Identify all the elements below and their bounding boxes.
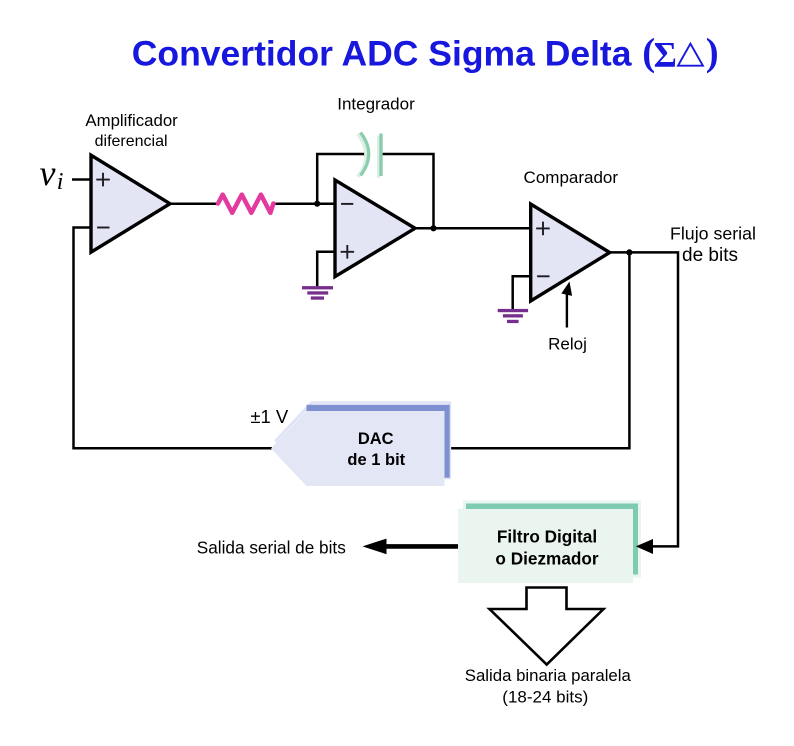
svg-text:DAC: DAC: [358, 430, 394, 448]
svg-text:Filtro Digital: Filtro Digital: [497, 527, 597, 547]
svg-text:de bits: de bits: [682, 245, 738, 266]
svg-text:Salida binaria paralela: Salida binaria paralela: [465, 666, 632, 685]
svg-text:Comparador: Comparador: [524, 168, 619, 187]
svg-text:(18-24 bits): (18-24 bits): [502, 688, 588, 707]
svg-text:Integrador: Integrador: [337, 95, 415, 114]
svg-text:±1 V: ±1 V: [250, 406, 289, 427]
svg-text:Salida serial de bits: Salida serial de bits: [197, 538, 346, 558]
svg-text:i: i: [57, 169, 64, 195]
svg-text:diferencial: diferencial: [95, 133, 168, 150]
svg-text:Amplificador: Amplificador: [85, 111, 178, 130]
svg-text:Reloj: Reloj: [548, 335, 587, 354]
svg-text:Flujo serial: Flujo serial: [670, 224, 756, 244]
svg-text:Σ: Σ: [654, 34, 677, 74]
svg-text:de 1 bit: de 1 bit: [347, 451, 405, 469]
svg-text:Convertidor ADC Sigma Delta: Convertidor ADC Sigma Delta: [132, 34, 632, 74]
svg-text:(: (: [642, 31, 655, 74]
svg-text:o Diezmador: o Diezmador: [495, 549, 598, 569]
svg-text:): ): [706, 31, 719, 74]
svg-text:v: v: [40, 153, 56, 193]
